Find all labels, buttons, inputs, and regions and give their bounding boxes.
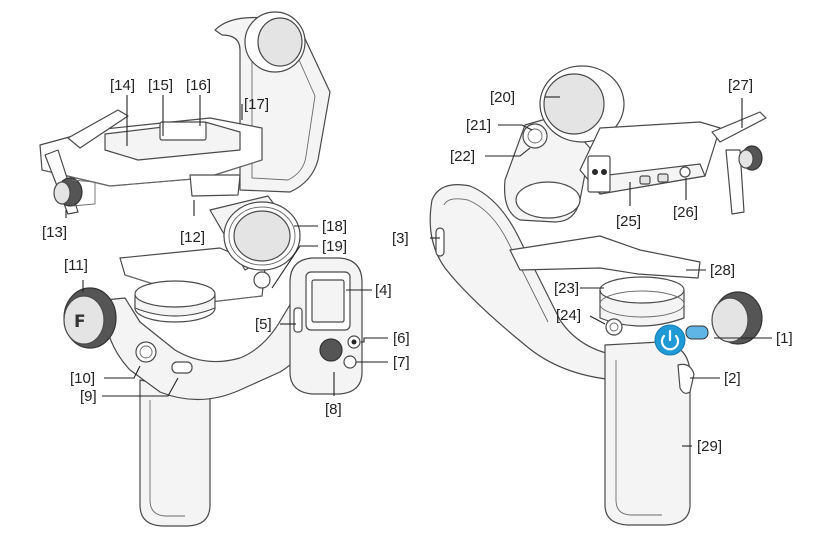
callout-10: [10] (70, 370, 95, 387)
callout-2: [2] (724, 370, 741, 387)
left-handle-grip (139, 379, 211, 527)
callout-17: [17] (244, 96, 269, 113)
mode-button (685, 325, 709, 340)
callout-25: [25] (616, 213, 641, 230)
knob-21 (522, 123, 548, 149)
feiyu-logo-icon: F (74, 312, 86, 332)
right-roll-motor (515, 181, 581, 219)
power-button-1 (654, 324, 686, 356)
lock-knob-11: F (63, 287, 117, 349)
button-7 (343, 355, 357, 369)
callout-18: [18] (322, 218, 347, 235)
clamp-wing-27 (711, 111, 767, 215)
callout-1: [1] (776, 330, 793, 347)
callout-3: [3] (392, 230, 409, 247)
roll-arm-28 (509, 235, 701, 279)
callout-15: [15] (148, 77, 173, 94)
joystick-button-10 (135, 341, 157, 363)
right-handle-grip (604, 341, 691, 526)
callout-7: [7] (393, 354, 410, 371)
callout-labels: [14] [15] [16] [17] [13] [12] [18] [19] … (42, 77, 793, 455)
side-button-5 (293, 307, 303, 333)
clamp-wing (67, 109, 129, 149)
left-gimbal-view: F (39, 11, 363, 527)
callout-28: [28] (710, 262, 735, 279)
tilt-motor-20 (539, 65, 625, 143)
right-camera-plate-25 (579, 121, 721, 195)
callout-6: [6] (393, 330, 410, 347)
callout-13: [13] (42, 224, 67, 241)
callout-16: [16] (186, 77, 211, 94)
control-panel (289, 257, 363, 395)
callout-8: [8] (325, 401, 342, 418)
callout-27: [27] (728, 77, 753, 94)
callout-20: [20] (490, 89, 515, 106)
power-icon (660, 334, 680, 351)
callout-4: [4] (375, 282, 392, 299)
callout-19: [19] (322, 238, 347, 255)
callout-22: [22] (450, 148, 475, 165)
callout-11: [11] (64, 257, 88, 274)
callout-12: [12] (180, 229, 205, 246)
side-button-3 (435, 227, 445, 257)
callout-23: [23] (554, 280, 579, 297)
callout-9: [9] (80, 388, 97, 405)
callout-5: [5] (255, 316, 272, 333)
dial-8 (319, 338, 343, 362)
trigger-2 (677, 363, 695, 394)
callout-21: [21] (466, 117, 491, 134)
button-24 (605, 318, 623, 336)
callout-14: [14] (110, 77, 135, 94)
callout-26: [26] (673, 204, 698, 221)
leader-lines (65, 95, 772, 447)
callout-24: [24] (556, 307, 581, 324)
callout-29: [29] (697, 438, 722, 455)
pan-motor-23 (599, 276, 685, 327)
right-lock-knob (711, 291, 763, 345)
trigger-button-9 (171, 361, 193, 374)
screw-26 (679, 166, 691, 178)
roll-motor-18 (209, 195, 301, 289)
adjust-knob-13 (53, 177, 96, 207)
right-gimbal-view (429, 65, 767, 526)
